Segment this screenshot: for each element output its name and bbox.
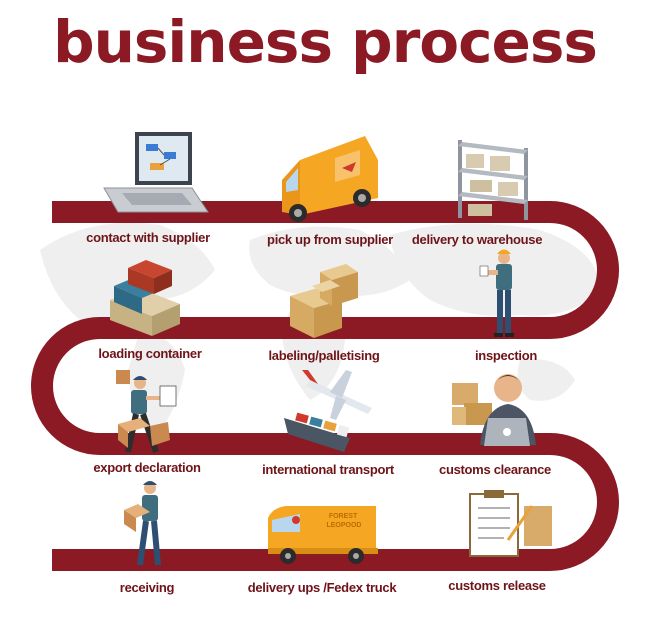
step-label-labeling-palletising: labeling/palletising xyxy=(268,348,380,363)
worker-with-clipboard-icon xyxy=(116,370,177,453)
clipboard-checklist-icon xyxy=(469,490,552,557)
step-label-inspection: inspection xyxy=(474,348,538,363)
truck-logo-text: FOREST LEOPOOD xyxy=(326,513,361,529)
plane-and-ship-icon xyxy=(284,370,372,452)
delivery-truck-icon: FOREST LEOPOOD xyxy=(268,506,378,564)
worker-carrying-box-icon xyxy=(124,481,161,566)
step-label-international-transport: international transport xyxy=(262,462,394,477)
laptop-icon xyxy=(103,132,209,213)
step-label-customs-clearance: customs clearance xyxy=(439,462,551,477)
customs-officer-laptop-icon xyxy=(452,374,536,446)
process-path xyxy=(31,201,619,571)
shipping-container-icon xyxy=(110,260,180,336)
step-label-loading-container: loading container xyxy=(98,346,202,361)
step-label-customs-release: customs release xyxy=(448,578,546,593)
van-icon xyxy=(282,136,378,222)
step-label-contact-with-supplier: contact with supplier xyxy=(86,230,210,245)
page-title: business process xyxy=(53,8,598,76)
step-label-receiving: receiving xyxy=(119,580,175,595)
warehouse-shelf-icon xyxy=(458,140,528,220)
inspector-worker-icon xyxy=(479,249,514,337)
step-label-delivery-to-warehouse: delivery to warehouse xyxy=(411,232,543,247)
step-label-delivery-ups-fedex-truck: delivery ups /Fedex truck xyxy=(247,580,397,595)
pallet-boxes-icon xyxy=(290,264,358,338)
step-label-pick-up-from-supplier: pick up from supplier xyxy=(267,232,393,247)
step-label-export-declaration: export declaration xyxy=(93,460,201,475)
